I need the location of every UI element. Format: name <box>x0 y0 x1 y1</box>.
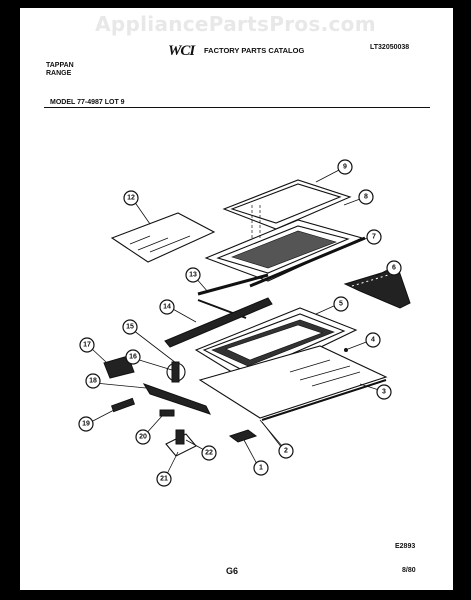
part-3-outer-door <box>198 345 388 421</box>
svg-text:1: 1 <box>259 465 263 472</box>
part-6-bracket <box>343 267 411 309</box>
part-19-pin <box>110 397 136 413</box>
part-22-hinge-link <box>175 429 185 445</box>
svg-text:18: 18 <box>89 378 97 385</box>
part-18-handle-bracket <box>142 383 211 415</box>
leader-lines <box>88 168 390 477</box>
callout-16: 16 <box>125 349 141 365</box>
callout-21: 21 <box>156 471 172 487</box>
brand-line-1: TAPPAN <box>46 62 74 69</box>
part-9-top-frame <box>222 179 352 230</box>
callout-1: 1 <box>253 460 269 476</box>
wci-logo: WCI <box>168 43 195 59</box>
part-12-glass <box>110 212 216 263</box>
callout-18: 18 <box>85 373 101 389</box>
callout-6: 6 <box>386 260 402 276</box>
part-16-clip <box>171 361 180 383</box>
svg-text:19: 19 <box>82 421 90 428</box>
svg-text:5: 5 <box>339 301 343 308</box>
callout-12: 12 <box>123 190 139 206</box>
callout-4: 4 <box>365 332 381 348</box>
callout-17: 17 <box>79 337 95 353</box>
callout-3: 3 <box>376 384 392 400</box>
svg-text:4: 4 <box>371 337 375 344</box>
svg-text:3: 3 <box>382 389 386 396</box>
header-divider <box>44 107 430 108</box>
svg-text:20: 20 <box>139 434 147 441</box>
part-7-strip <box>249 236 366 288</box>
part-1-bracket <box>228 429 258 443</box>
callout-9: 9 <box>337 159 353 175</box>
part-17-end-cap <box>103 355 135 379</box>
part-13-trim <box>197 273 269 296</box>
watermark-text: AppliancePartsPros.com <box>95 12 376 36</box>
diagram-code: E2893 <box>395 543 416 550</box>
catalog-number: LT32050038 <box>370 44 410 51</box>
callout-5: 5 <box>333 296 349 312</box>
callout-2: 2 <box>278 443 294 459</box>
svg-text:15: 15 <box>126 324 134 331</box>
page-number: G6 <box>226 566 239 576</box>
svg-text:14: 14 <box>163 304 171 311</box>
part-20-hinge-arm <box>159 409 175 417</box>
part-8-grille-panel <box>204 205 364 282</box>
callout-15: 15 <box>122 319 138 335</box>
part-4-screw <box>344 348 348 352</box>
callout-8: 8 <box>358 189 374 205</box>
callout-22: 22 <box>201 445 217 461</box>
svg-text:6: 6 <box>392 265 396 272</box>
svg-text:12: 12 <box>127 195 135 202</box>
print-date: 8/80 <box>402 567 416 574</box>
part-14-side-trim <box>164 297 273 348</box>
svg-text:22: 22 <box>205 450 213 457</box>
callout-13: 13 <box>185 267 201 283</box>
callout-20: 20 <box>135 429 151 445</box>
svg-text:7: 7 <box>372 234 376 241</box>
svg-text:2: 2 <box>284 448 288 455</box>
part-5-door-liner <box>194 307 358 383</box>
catalog-title: FACTORY PARTS CATALOG <box>204 46 305 55</box>
svg-text:16: 16 <box>129 354 137 361</box>
svg-text:9: 9 <box>343 164 347 171</box>
brand-line-2: RANGE <box>46 70 72 77</box>
svg-text:8: 8 <box>364 194 368 201</box>
callout-19: 19 <box>78 416 94 432</box>
svg-text:17: 17 <box>83 342 91 349</box>
svg-text:21: 21 <box>160 476 168 483</box>
callout-7: 7 <box>366 229 382 245</box>
callout-14: 14 <box>159 299 175 315</box>
model-line: MODEL 77-4987 LOT 9 <box>50 99 125 106</box>
svg-text:13: 13 <box>189 272 197 279</box>
